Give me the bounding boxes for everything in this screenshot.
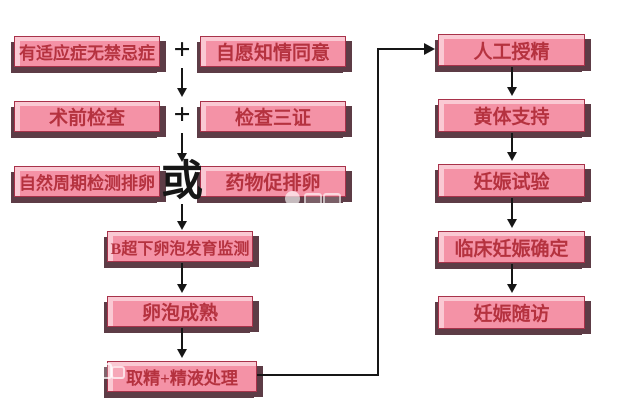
- connector-line: [377, 48, 424, 50]
- flow-node-ultrasound-monitoring: B超下卵泡发育监测: [107, 231, 253, 262]
- flow-node-label: 人工授精: [473, 41, 550, 63]
- arrow-down-icon: [177, 68, 187, 97]
- flow-node-drug-stimulation: 药物促排卵: [200, 166, 346, 197]
- plus-operator: +: [173, 33, 191, 66]
- watermark-glyph-icon: [323, 193, 341, 208]
- flow-node-pregnancy-followup: 妊娠随访: [438, 296, 585, 329]
- flow-node-label: 自愿知情同意: [215, 43, 330, 64]
- flow-node-label: 临床妊娠确定: [454, 238, 569, 260]
- flow-node-label: 药物促排卵: [225, 173, 321, 194]
- flow-node-check-certificates: 检查三证: [200, 101, 346, 132]
- connector-line: [377, 48, 379, 376]
- arrow-down-icon: [177, 204, 187, 230]
- flow-node-follicle-mature: 卵泡成熟: [107, 296, 253, 327]
- flow-node-label: B超下卵泡发育监测: [110, 240, 250, 258]
- flow-node-label: 黄体支持: [473, 107, 550, 128]
- flow-node-label: 自然周期检测排卵: [19, 174, 155, 193]
- flow-node-pregnancy-test: 妊娠试验: [438, 164, 585, 197]
- arrow-down-icon: [507, 264, 517, 293]
- watermark-glyph-icon: [111, 366, 125, 379]
- or-operator: 或: [160, 159, 203, 205]
- arrow-down-icon: [507, 67, 517, 96]
- flow-node-label: 妊娠试验: [473, 172, 550, 193]
- flow-node-label: 有适应症无禁忌症: [19, 44, 155, 63]
- flow-node-label: 术前检查: [48, 108, 125, 129]
- flow-node-label: 检查三证: [234, 108, 311, 129]
- flow-node-luteal-support: 黄体支持: [438, 99, 585, 132]
- plus-operator: +: [173, 98, 191, 131]
- arrow-down-icon: [507, 133, 517, 161]
- arrow-down-icon: [177, 263, 187, 293]
- flow-node-artificial-insemination: 人工授精: [438, 34, 585, 66]
- flow-node-informed-consent: 自愿知情同意: [200, 36, 346, 67]
- arrow-down-icon: [177, 328, 187, 358]
- flow-node-preop-exam: 术前检查: [14, 101, 160, 132]
- connector-line: [257, 374, 379, 376]
- arrow-down-icon: [177, 133, 187, 162]
- watermark-glyph-icon: [304, 193, 322, 208]
- arrow-right-icon: [424, 43, 441, 55]
- flow-node-natural-cycle: 自然周期检测排卵: [14, 166, 160, 197]
- flow-node-label: 妊娠随访: [473, 304, 550, 325]
- flow-node-indications: 有适应症无禁忌症: [14, 36, 160, 67]
- flow-node-label: 取精+精液处理: [126, 369, 238, 388]
- flow-node-clinical-pregnancy: 临床妊娠确定: [438, 231, 585, 263]
- watermark-glyph-icon: [95, 363, 112, 379]
- arrow-down-icon: [507, 198, 517, 228]
- flow-node-label: 卵泡成熟: [141, 303, 218, 324]
- flow-node-sperm-processing: 取精+精液处理: [107, 361, 257, 392]
- watermark-logo-icon: [285, 191, 300, 206]
